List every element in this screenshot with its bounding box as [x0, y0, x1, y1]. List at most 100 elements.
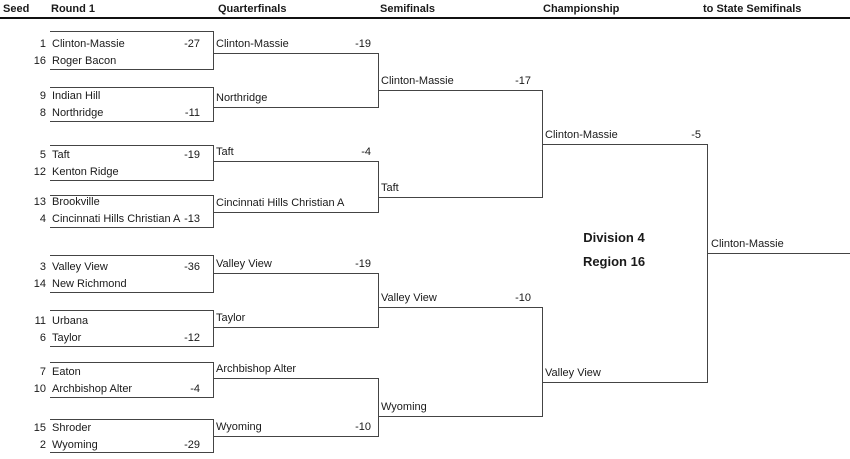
r1-m4-seed2: 4	[39, 213, 46, 225]
bracket-line	[542, 144, 708, 145]
r1-m4-seed1: 13	[33, 196, 46, 208]
r1-m8-seed2: 2	[39, 439, 46, 451]
qf-m1-score1: -19	[355, 38, 371, 50]
r1-m6-seed1: 11	[34, 315, 46, 327]
bracket-line	[50, 121, 214, 122]
qf-m4-score2: -10	[355, 421, 371, 433]
r1-m7-seed2: 10	[33, 383, 46, 395]
r1-m3-team1: Taft	[52, 149, 70, 161]
r1-m7-team1: Eaton	[52, 366, 81, 378]
region-label-line1: Division 4	[583, 230, 645, 245]
bracket-line	[213, 310, 214, 347]
sf-m2-team2: Wyoming	[381, 401, 427, 413]
sf-m1-team2: Taft	[381, 182, 399, 194]
champion-name: Clinton-Massie	[711, 238, 784, 250]
bracket-line	[213, 195, 214, 228]
bracket-line	[213, 53, 379, 54]
bracket-line	[213, 107, 379, 108]
col-header-seed: Seed	[3, 3, 30, 15]
bracket-line	[50, 195, 214, 196]
r1-m6-score1	[150, 315, 200, 328]
bracket-line	[378, 273, 379, 328]
r1-m8-seed1: 15	[33, 422, 46, 434]
qf-m4-team2: Wyoming	[216, 421, 262, 433]
r1-m5-team2: New Richmond	[52, 278, 127, 290]
r1-m7-team2: Archbishop Alter	[52, 383, 133, 395]
bracket-line	[378, 307, 543, 308]
r1-m5-seed1: 3	[39, 261, 46, 273]
qf-m3-team2: Taylor	[216, 312, 246, 324]
bracket-line	[378, 161, 379, 213]
r1-m1-seed2: 16	[33, 55, 46, 67]
bracket-line	[213, 255, 214, 293]
r1-m2-seed1: 9	[39, 90, 46, 102]
r1-m1-team1: Clinton-Massie	[52, 38, 125, 50]
r1-m8-team2: Wyoming	[52, 439, 98, 451]
bracket-line	[50, 310, 214, 311]
sf-m1-score1: -17	[515, 75, 531, 87]
bracket-line	[50, 69, 214, 70]
r1-m3-team2: Kenton Ridge	[52, 166, 119, 178]
r1-m6-team1: Urbana	[52, 315, 89, 327]
bracket-line	[213, 362, 214, 398]
r1-m5-score1: -36	[184, 261, 200, 273]
r1-m3-score1: -19	[184, 149, 200, 161]
r1-m8-score1	[150, 422, 200, 435]
bracket-line	[50, 362, 214, 363]
r1-m1-seed1: 1	[39, 38, 46, 50]
r1-m2-score2: -11	[184, 107, 200, 119]
bracket-line	[213, 273, 379, 274]
r1-m7-score2: -4	[190, 383, 200, 395]
qf-m1-team2: Northridge	[216, 92, 268, 104]
region-label-line2: Region 16	[582, 254, 646, 269]
qf-m1-team1: Clinton-Massie	[216, 38, 289, 50]
bracket-line	[378, 90, 543, 91]
r1-m3-seed2: 12	[33, 166, 46, 178]
bracket-line	[50, 292, 214, 293]
qf-m4-score1	[321, 363, 371, 376]
bracket-line	[707, 253, 850, 254]
r1-m1-score1: -27	[184, 38, 200, 50]
qf-m2-team1: Taft	[216, 146, 234, 158]
col-header-quarterfinals: Quarterfinals	[218, 3, 287, 15]
r1-m1-score2	[150, 55, 200, 68]
r1-m7-seed1: 7	[39, 366, 46, 378]
r1-m1-team2: Roger Bacon	[52, 55, 117, 67]
col-header-semifinals: Semifinals	[380, 3, 436, 15]
r1-m3-seed1: 5	[39, 149, 46, 161]
r1-m2-seed2: 8	[39, 107, 46, 119]
bracket-line	[378, 416, 543, 417]
bracket-line	[50, 255, 214, 256]
qf-m2-score1: -4	[361, 146, 371, 158]
sf-m2-score2	[481, 401, 531, 414]
final-score2	[651, 367, 701, 380]
bracket-line	[50, 397, 214, 398]
r1-m7-score1	[150, 366, 200, 379]
bracket-line	[378, 53, 379, 108]
r1-m5-seed2: 14	[33, 278, 46, 290]
r1-m5-team1: Valley View	[52, 261, 108, 273]
sf-m1-score2	[481, 182, 531, 195]
r1-m4-team1: Brookville	[52, 196, 100, 208]
r1-m2-team1: Indian Hill	[52, 90, 101, 102]
qf-m3-score1: -19	[355, 258, 371, 270]
bracket-line	[378, 197, 543, 198]
r1-m8-team1: Shroder	[52, 422, 92, 434]
qf-m4-team1: Archbishop Alter	[216, 363, 297, 375]
bracket-line	[542, 382, 708, 383]
bracket-line	[50, 346, 214, 347]
qf-m1-score2	[321, 92, 371, 105]
bracket-line	[213, 145, 214, 181]
bracket-line	[213, 161, 379, 162]
bracket-line	[50, 180, 214, 181]
bracket-line	[378, 378, 379, 437]
sf-m2-score1: -10	[515, 292, 531, 304]
bracket-line	[213, 87, 214, 122]
bracket-line	[50, 452, 214, 453]
col-header-state-semifinals: to State Semifinals	[703, 3, 802, 15]
bracket-line	[50, 87, 214, 88]
qf-m2-score2	[321, 197, 371, 210]
sf-m2-team1: Valley View	[381, 292, 437, 304]
bracket-line	[213, 212, 379, 213]
